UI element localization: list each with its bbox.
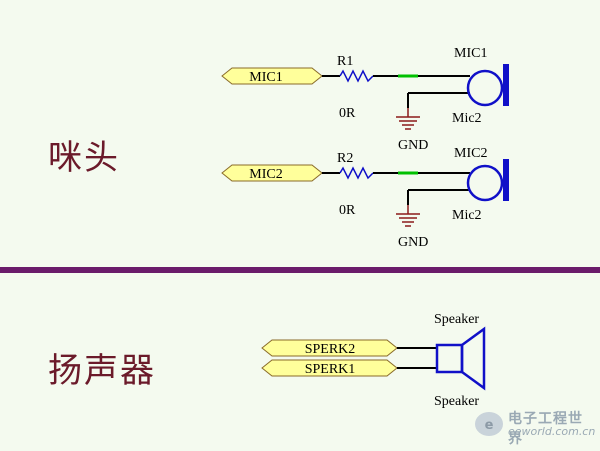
ground-icon-2 bbox=[396, 205, 420, 227]
mic2-ref: MIC2 bbox=[454, 146, 487, 161]
speaker-ref: Speaker bbox=[434, 312, 479, 327]
speaker-circuit: SPERK2 SPERK1 Speaker Speaker bbox=[261, 312, 486, 409]
r1-ref: R1 bbox=[337, 54, 353, 69]
microphone-icon-2[interactable] bbox=[466, 159, 509, 202]
sperk1-net-label-text: SPERK1 bbox=[305, 362, 356, 377]
r1-resistor[interactable] bbox=[339, 69, 374, 83]
mic-circuit-1: MIC1 R1 0R GND MIC1 Mic2 bbox=[221, 46, 509, 153]
mic1-net-label-text: MIC1 bbox=[249, 70, 282, 85]
watermark-text: 电子工程世界 bbox=[508, 411, 583, 447]
microphone-section-label: 咪头 bbox=[48, 138, 120, 178]
speaker-icon[interactable] bbox=[435, 326, 486, 391]
r2-value: 0R bbox=[339, 203, 356, 218]
svg-text:e: e bbox=[485, 418, 494, 433]
watermark: e 电子工程世界 eeworld.com.cn bbox=[472, 408, 596, 447]
r2-resistor[interactable] bbox=[339, 166, 374, 180]
r1-value: 0R bbox=[339, 106, 356, 121]
microphone-icon-1[interactable] bbox=[466, 64, 509, 107]
ground-icon-1 bbox=[396, 108, 420, 130]
mic1-pin-label: Mic2 bbox=[452, 111, 482, 126]
eeworld-logo-icon: e bbox=[475, 412, 503, 436]
mic1-ref: MIC1 bbox=[454, 46, 487, 61]
mic2-net-label-text: MIC2 bbox=[249, 167, 282, 182]
watermark-url: eeworld.com.cn bbox=[508, 425, 596, 438]
speaker-value: Speaker bbox=[434, 394, 479, 409]
section-divider bbox=[0, 267, 600, 273]
sperk2-net-label-text: SPERK2 bbox=[305, 342, 356, 357]
gnd-label-2: GND bbox=[398, 235, 428, 250]
speaker-section-label: 扬声器 bbox=[48, 351, 156, 391]
gnd-label-1: GND bbox=[398, 138, 428, 153]
mic2-pin-label: Mic2 bbox=[452, 208, 482, 223]
r2-ref: R2 bbox=[337, 151, 353, 166]
mic-circuit-2: MIC2 R2 0R GND MIC2 Mic2 bbox=[221, 146, 509, 250]
